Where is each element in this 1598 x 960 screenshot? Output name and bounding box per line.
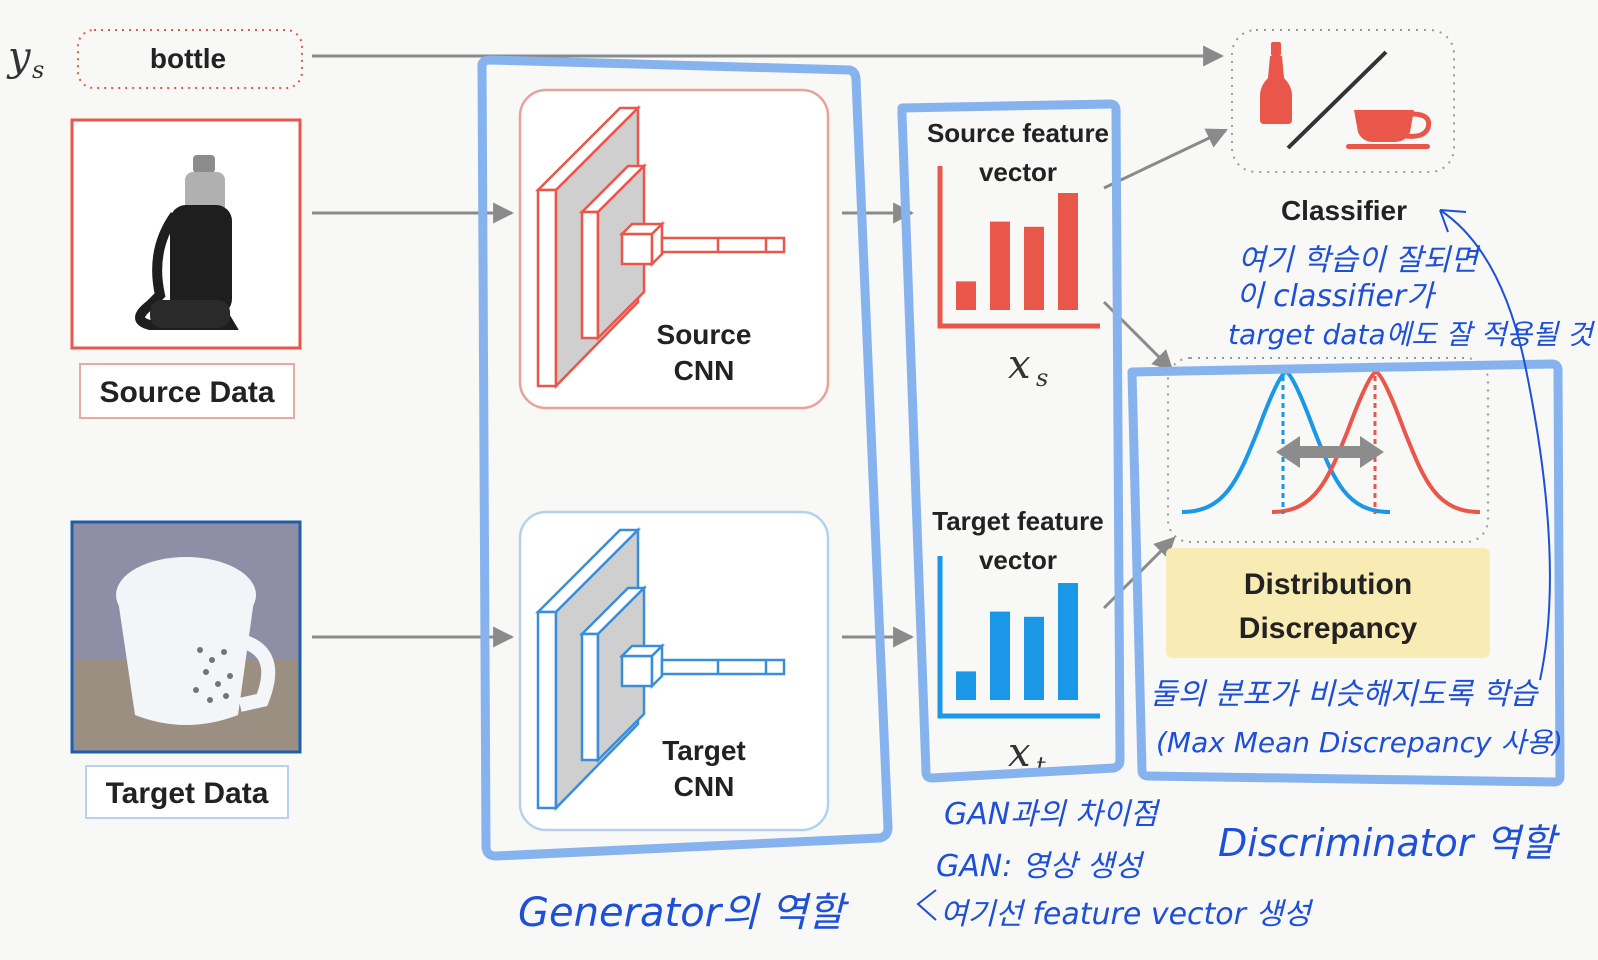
target-cnn-layers xyxy=(534,526,786,812)
classifier-note-2: 이 classifier가 xyxy=(1236,279,1437,314)
svg-text:Target Data: Target Data xyxy=(106,777,269,810)
ys-label: y s xyxy=(6,34,44,84)
annotation-boxes xyxy=(477,55,1565,861)
generator-role-note: Generator의 역할 xyxy=(518,890,849,936)
source-cnn: Source CNN xyxy=(518,88,830,410)
svg-text:CNN: CNN xyxy=(674,771,735,802)
svg-text:vector: vector xyxy=(979,157,1057,187)
svg-text:CNN: CNN xyxy=(674,355,735,386)
source-feature-vector: Source feature vector x s xyxy=(927,118,1109,392)
gan-diff-note-2: GAN: 영상 생성 xyxy=(936,849,1145,884)
source-feature-bar xyxy=(956,281,976,310)
classifier-note-3: target data에도 잘 적용될 것 xyxy=(1228,318,1596,351)
target-cnn: Target CNN xyxy=(518,510,830,832)
svg-text:s: s xyxy=(32,56,44,84)
svg-text:Discrepancy: Discrepancy xyxy=(1239,612,1418,645)
svg-text:Target feature: Target feature xyxy=(932,506,1103,536)
bottle-label: bottle xyxy=(150,43,226,74)
classifier: Classifier xyxy=(1231,29,1455,226)
target-feature-bar xyxy=(1058,583,1078,700)
svg-text:Classifier: Classifier xyxy=(1281,195,1407,226)
classifier-note-1: 여기 학습이 잘되면 xyxy=(1238,243,1481,278)
bottle-icon xyxy=(1260,42,1292,124)
cup-icon xyxy=(1346,110,1432,149)
class-label-box: bottle xyxy=(77,29,303,89)
source-image xyxy=(70,118,302,350)
gan-diff-note-3: 여기선 feature vector 생성 xyxy=(940,897,1314,932)
xs-label: x s xyxy=(1008,342,1048,392)
generator-box xyxy=(477,55,893,861)
source-bars xyxy=(956,193,1078,310)
source-feature-bar xyxy=(1024,226,1044,310)
svg-text:x: x xyxy=(1008,730,1031,776)
source-feature-bar xyxy=(1058,193,1078,310)
discriminator-role-note: Discriminator 역할 xyxy=(1218,821,1560,865)
discriminator-box xyxy=(1127,359,1565,787)
target-bars xyxy=(956,583,1078,700)
gan-diff-note-1: GAN과의 차이점 xyxy=(944,797,1161,832)
svg-text:vector: vector xyxy=(979,545,1057,575)
distribution-discrepancy: Distribution Discrepancy xyxy=(1166,357,1490,658)
svg-text:Distribution: Distribution xyxy=(1244,568,1412,601)
cup-photo xyxy=(75,557,297,750)
target-image xyxy=(70,520,302,754)
distribution-curves xyxy=(1181,369,1481,514)
target-feature-bar xyxy=(1024,616,1044,700)
svg-text:Source: Source xyxy=(657,319,752,350)
target-feature-bar xyxy=(956,671,976,700)
discrepancy-note-1: 둘의 분포가 비슷해지도록 학습 xyxy=(1150,677,1540,712)
xt-label: x t xyxy=(1008,730,1046,780)
svg-text:y: y xyxy=(6,34,32,80)
handwritten-notes: 여기 학습이 잘되면 이 classifier가 target data에도 잘… xyxy=(518,243,1596,936)
svg-text:x: x xyxy=(1008,342,1031,388)
double-arrow-icon xyxy=(1276,436,1384,468)
target-feature-bar xyxy=(990,611,1010,700)
target-feature-vector: Target feature vector x t xyxy=(932,506,1103,780)
source-cnn-layers xyxy=(534,104,786,390)
handwritten-arrows xyxy=(916,209,1551,921)
source-feature-bar xyxy=(990,221,1010,310)
target-data-caption: Target Data xyxy=(85,765,289,819)
source-to-classifier-arrow xyxy=(1103,128,1228,190)
svg-text:Source Data: Source Data xyxy=(99,376,274,409)
feature-vector-box xyxy=(897,99,1125,783)
bottle-photo xyxy=(135,155,239,330)
discrepancy-note-2: (Max Mean Discrepancy 사용) xyxy=(1156,726,1563,759)
svg-text:Target: Target xyxy=(662,735,746,766)
source-data-caption: Source Data xyxy=(79,363,295,419)
svg-text:t: t xyxy=(1036,752,1046,780)
svg-text:s: s xyxy=(1036,364,1048,392)
svg-text:Source feature: Source feature xyxy=(927,118,1109,148)
